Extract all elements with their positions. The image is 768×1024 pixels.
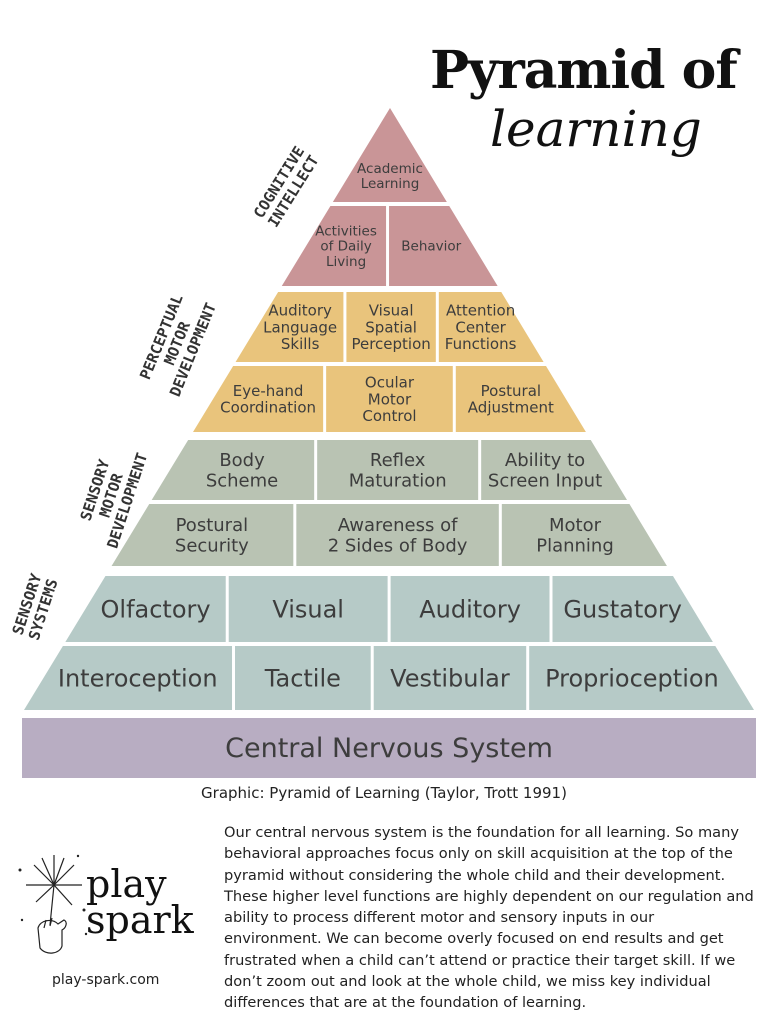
pyramid-cell (481, 440, 628, 500)
pyramid-cell (438, 292, 544, 362)
title-script: learning (490, 100, 702, 158)
pyramid-cell (193, 366, 324, 432)
website-link[interactable]: play-spark.com (52, 972, 160, 988)
pyramid-cell (281, 206, 387, 286)
pyramid-cell (228, 576, 388, 642)
pyramid-cell (317, 440, 479, 500)
pyramid-cell-label: Visual (272, 595, 344, 623)
central-nervous-system-base: Central Nervous System (22, 718, 756, 778)
pyramid-cell (346, 292, 436, 362)
pyramid-cell (111, 504, 294, 566)
logo-line-spark: spark (86, 898, 194, 942)
pyramid-cell-label: Olfactory (101, 595, 211, 623)
sparkler-hand-icon (18, 854, 88, 954)
graphic-caption: Graphic: Pyramid of Learning (Taylor, Tr… (201, 784, 567, 802)
pyramid-cell (296, 504, 499, 566)
pyramid-cell-label: Gustatory (563, 595, 682, 623)
pyramid-cell (529, 646, 754, 710)
pyramid-cell (501, 504, 667, 566)
pyramid-cell (552, 576, 713, 642)
pyramid-cell (373, 646, 527, 710)
pyramid-cell (24, 646, 233, 710)
pyramid-cell-label: Proprioception (545, 664, 719, 692)
pyramid-cell (151, 440, 315, 500)
logo-wordmark: play spark (86, 862, 194, 942)
title-main: Pyramid of (430, 40, 738, 101)
pyramid-cell (332, 108, 447, 202)
pyramid-cell (389, 206, 498, 286)
pyramid-cell (326, 366, 453, 432)
logo-line-play: play (86, 862, 167, 906)
body-paragraph: Our central nervous system is the founda… (224, 824, 754, 1012)
pyramid-cell (235, 646, 371, 710)
pyramid-cell-label: Auditory (419, 595, 521, 623)
pyramid-cell (65, 576, 226, 642)
pyramid-cell (455, 366, 586, 432)
pyramid-cell-label: Tactile (264, 664, 341, 692)
pyramid-cell-label: Behavior (401, 239, 461, 255)
pyramid-cell-label: Vestibular (390, 664, 510, 692)
pyramid-cell (390, 576, 550, 642)
pyramid-cell (235, 292, 344, 362)
pyramid-cell-label: Interoception (58, 664, 218, 692)
